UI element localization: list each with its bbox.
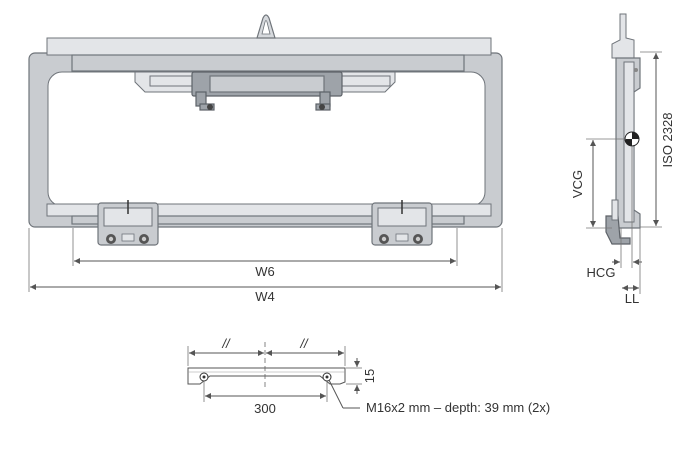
iso-label: ISO 2328 xyxy=(660,113,675,168)
w4-label: W4 xyxy=(255,289,275,304)
slash-left-label: // xyxy=(221,336,231,351)
dim-w6: W6 xyxy=(72,228,458,279)
hcg-label: HCG xyxy=(587,265,616,280)
dim-300: 300 xyxy=(203,381,328,416)
front-view xyxy=(28,14,503,246)
fork-bar-detail xyxy=(187,342,346,390)
dim-ll: LL xyxy=(622,228,641,306)
fork-hanger-right xyxy=(371,200,433,246)
dim-15-label: 15 xyxy=(362,369,377,383)
dim-hcg: HCG xyxy=(587,146,642,280)
fork-bar-outline xyxy=(187,367,346,385)
top-bar-lower xyxy=(71,54,465,72)
dim-15: 15 xyxy=(346,358,377,394)
slash-right-label: // xyxy=(299,336,309,351)
valve-left xyxy=(195,91,215,111)
top-hook xyxy=(611,13,635,59)
dim-iso: ISO 2328 xyxy=(640,51,675,228)
valve-right xyxy=(315,91,331,111)
thread-leader: M16x2 mm – depth: 39 mm (2x) xyxy=(328,379,550,415)
vcg-label: VCG xyxy=(570,170,585,198)
dim-300-label: 300 xyxy=(254,401,276,416)
dim-w4: W4 xyxy=(28,228,503,304)
top-bar xyxy=(46,37,492,56)
bottom-bar-lower xyxy=(71,215,465,225)
thread-note: M16x2 mm – depth: 39 mm (2x) xyxy=(366,400,550,415)
dim-top-halves: // // xyxy=(187,336,346,366)
ll-label: LL xyxy=(625,291,639,306)
fork-hanger-left xyxy=(97,200,159,246)
cog-marker xyxy=(624,131,640,147)
side-view xyxy=(605,13,641,245)
dim-vcg: VCG xyxy=(570,138,626,229)
w6-label: W6 xyxy=(255,264,275,279)
